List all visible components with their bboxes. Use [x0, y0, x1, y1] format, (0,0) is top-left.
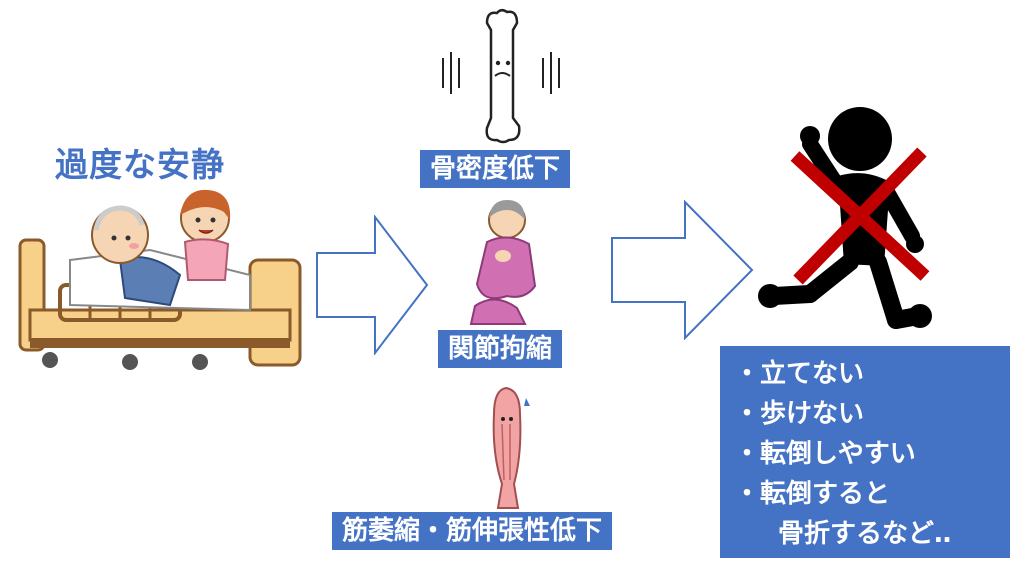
joint-contracture-label: 関節拘縮 [438, 330, 563, 368]
muscle-atrophy-label: 筋萎縮・筋伸張性低下 [332, 512, 613, 550]
page-title: 過度な安静 [55, 145, 225, 184]
elderly-contracted-person-icon [469, 200, 537, 325]
consequence-item: ・転倒すると [734, 479, 891, 509]
consequence-item: ・立てない [734, 359, 865, 389]
bed-patient-illustration [18, 189, 302, 370]
consequence-item: ・転倒しやすい [734, 439, 916, 469]
consequence-item: ・歩けない [734, 399, 865, 429]
walking-person-crossed-icon [758, 107, 932, 329]
bone-density-label: 骨密度低下 [420, 150, 571, 188]
consequence-continuation: 骨折するなど‥ [778, 519, 952, 549]
arrow-right-2 [611, 200, 754, 340]
consequences-box: ・立てない ・歩けない ・転倒しやすい ・転倒すると 骨折するなど‥ [720, 346, 1010, 558]
bone-character-icon [442, 9, 560, 144]
muscle-character-icon [492, 386, 530, 509]
arrow-right-1 [316, 215, 429, 355]
cross-mark-icon [790, 147, 930, 285]
